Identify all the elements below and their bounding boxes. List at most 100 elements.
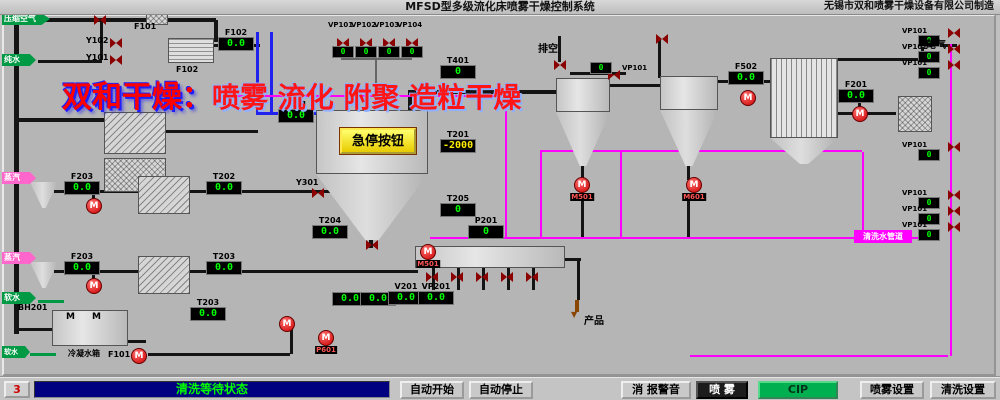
auto-stop-button[interactable]: 自动停止	[469, 381, 533, 399]
readout-value: 0.0	[64, 181, 100, 195]
valve-icon[interactable]	[948, 44, 960, 54]
instrument-tag: VP101	[902, 189, 928, 197]
readout-value: 0.0	[838, 89, 874, 103]
valve-icon[interactable]	[312, 188, 324, 198]
readout-label: T203	[196, 298, 220, 307]
instrument-tag: VP103	[374, 21, 400, 29]
inlet-steam-2: 蒸汽	[2, 252, 36, 264]
agitator-label: M	[66, 312, 75, 322]
instrument-tag: VP101	[902, 27, 928, 35]
pump-icon[interactable]: M	[740, 90, 756, 106]
pipe	[687, 194, 690, 237]
valve-icon[interactable]	[366, 240, 378, 250]
readout-label: VP201	[421, 282, 451, 291]
readout-value: 0.0	[418, 291, 454, 305]
pipe	[687, 166, 690, 180]
pipe	[430, 237, 938, 239]
valve-icon[interactable]	[426, 272, 438, 282]
valve-icon[interactable]	[948, 142, 960, 152]
readout-value: 0.0	[64, 261, 100, 275]
pipe	[166, 130, 258, 133]
instrument-tag: F101	[134, 22, 157, 31]
agitator-label: M	[92, 312, 101, 322]
readout: 0	[590, 62, 612, 74]
valve-icon[interactable]	[110, 38, 122, 48]
pipe	[148, 353, 290, 356]
pump-icon[interactable]: M	[86, 198, 102, 214]
pipe	[341, 58, 412, 60]
pump-icon[interactable]: M	[852, 106, 868, 122]
emergency-stop-button[interactable]: 急停按钮	[340, 128, 416, 154]
pipe	[690, 355, 948, 357]
valve-icon[interactable]	[948, 190, 960, 200]
valve-icon[interactable]	[337, 38, 349, 48]
valve-icon[interactable]	[501, 272, 513, 282]
auto-start-button[interactable]: 自动开始	[400, 381, 464, 399]
feed-hopper-1	[30, 182, 58, 208]
valve-icon[interactable]	[948, 60, 960, 70]
valve-icon[interactable]	[360, 38, 372, 48]
readout-value: 0	[918, 35, 940, 47]
pipe	[408, 90, 412, 110]
pipe	[620, 150, 622, 237]
spray-settings-button[interactable]: 喷雾设置	[860, 381, 924, 399]
readout-value: 0	[918, 149, 940, 161]
inlet-pure-water: 纯水	[2, 54, 36, 66]
pipe	[38, 60, 102, 63]
valve-icon[interactable]	[406, 38, 418, 48]
wash-settings-button[interactable]: 清洗设置	[930, 381, 996, 399]
readout: 0	[378, 46, 400, 58]
valve-icon[interactable]	[948, 28, 960, 38]
readout-value: 0.0	[206, 261, 242, 275]
valve-icon[interactable]	[476, 272, 488, 282]
valve-icon[interactable]	[383, 38, 395, 48]
steam-heater-2	[138, 256, 190, 294]
mute-alarm-button[interactable]: 消 报警音	[621, 381, 691, 399]
electric-heater	[104, 112, 166, 154]
watermark-slogan: 喷雾 流化 附聚 造粒干燥	[212, 81, 522, 114]
pump-icon[interactable]: M	[131, 348, 147, 364]
pipe	[563, 258, 581, 261]
pipe	[575, 300, 579, 312]
readout-value: 0.0	[206, 181, 242, 195]
alarm-indicator[interactable]: 3	[4, 381, 30, 398]
pipe	[581, 194, 584, 237]
cip-line-label: 清洗水管道	[854, 230, 912, 243]
valve-icon[interactable]	[110, 55, 122, 65]
inlet-compressed-air: 压缩空气	[2, 13, 50, 25]
readout-value: 0	[332, 46, 354, 58]
valve-icon[interactable]	[656, 34, 668, 44]
readout-value: 0	[440, 203, 476, 217]
valve-icon[interactable]	[948, 206, 960, 216]
cip-button[interactable]: CIP	[758, 381, 838, 399]
pump-label: P601	[315, 346, 337, 354]
readout-T201: T201-2000	[440, 130, 477, 153]
instrument-tag: VP101	[902, 59, 928, 67]
steam-heater-1	[138, 176, 190, 214]
valve-icon[interactable]	[554, 60, 566, 70]
valve-icon[interactable]	[451, 272, 463, 282]
valve-icon[interactable]	[608, 70, 620, 80]
valve-icon[interactable]	[948, 222, 960, 232]
inlet-steam-1: 蒸汽	[2, 172, 36, 184]
readout-label: T204	[318, 216, 342, 225]
valve-icon[interactable]	[526, 272, 538, 282]
pipe	[408, 90, 558, 94]
pump-icon[interactable]: M	[86, 278, 102, 294]
inlet-soft-water-2: 软水	[2, 346, 30, 358]
pump-icon[interactable]: M	[279, 316, 295, 332]
pipe	[19, 118, 105, 122]
instrument-tag: VP101	[902, 221, 928, 229]
readout: 0	[355, 46, 377, 58]
valve-icon[interactable]	[94, 15, 106, 25]
spray-button[interactable]: 喷 雾	[696, 381, 748, 399]
pipe	[19, 328, 53, 331]
water-tank	[52, 310, 128, 346]
